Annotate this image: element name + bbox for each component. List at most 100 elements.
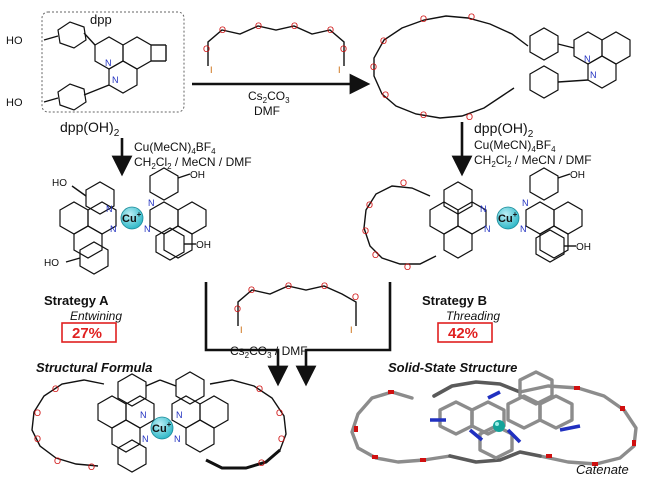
yield-b: 42% <box>448 325 478 342</box>
dpp-oh2-label: dpp(OH)2 <box>60 119 120 139</box>
cu-label: Cu+ <box>498 210 518 225</box>
o-atom: O <box>88 462 95 472</box>
n-atom: N <box>112 75 119 85</box>
yield-box-a <box>61 322 117 343</box>
catenane-formula: O O O O O O O O O Cu+ N N N N <box>31 371 287 473</box>
o-atom: O <box>255 21 262 31</box>
o-atom: O <box>52 384 59 394</box>
o-atom: O <box>321 281 328 291</box>
macrocycle-top-right: O O O O O O O N N <box>370 12 631 122</box>
o-atom: O <box>366 200 373 210</box>
strategy-b: Strategy B Threading 42% <box>422 293 500 343</box>
o-atom: O <box>382 90 389 100</box>
structural-formula-title: Structural Formula <box>36 360 152 375</box>
strategy-a-title: Strategy A <box>44 293 109 308</box>
oh-label: OH <box>576 242 591 253</box>
n-atom: N <box>174 434 181 444</box>
cu-complex-left: Cu+ N N N N OH HO OH HO <box>44 167 211 275</box>
cs2co3-dmf-label: Cs2CO3 / DMF <box>230 344 308 360</box>
dmf-label: DMF <box>254 104 280 118</box>
n-atom: N <box>148 198 155 208</box>
ho-label: HO <box>6 97 23 109</box>
ho-label: HO <box>44 258 59 269</box>
ho-label: HO <box>6 35 23 47</box>
n-atom: N <box>520 224 527 234</box>
o-atom: O <box>420 110 427 120</box>
o-atom: O <box>400 178 407 188</box>
n-atom: N <box>140 410 147 420</box>
catenate-crystal-structure: Catenate <box>350 370 638 477</box>
dpp-oh2-molecule: dpp N N HO HO dpp(OH)2 <box>6 11 185 139</box>
copper-ion <box>496 206 520 230</box>
o-atom: O <box>327 25 334 35</box>
cu-reagent-left: Cu(MeCN)4BF4 <box>134 140 216 156</box>
o-atom: O <box>372 250 379 260</box>
o-atom: O <box>380 36 387 46</box>
n-atom: N <box>105 58 112 68</box>
o-atom: O <box>352 292 359 302</box>
yield-a: 27% <box>72 325 102 342</box>
copper-ion <box>150 416 174 440</box>
n-atom: N <box>480 204 487 214</box>
solvent-left: CH2Cl2 / MeCN / DMF <box>134 155 252 171</box>
n-atom: N <box>590 70 597 80</box>
o-atom: O <box>34 408 41 418</box>
cu-label: Cu+ <box>122 210 142 225</box>
cu-complex-right: O O O O O Cu+ N N N N OH OH <box>362 167 591 272</box>
o-atom: O <box>468 12 475 22</box>
o-atom: O <box>370 62 377 72</box>
o-atom: O <box>256 384 263 394</box>
n-atom: N <box>522 198 529 208</box>
catenate-label: Catenate <box>576 462 629 477</box>
o-atom: O <box>234 304 241 314</box>
copper-atom-3d <box>493 420 505 432</box>
solvent-right: CH2Cl2 / MeCN / DMF <box>474 153 592 169</box>
o-atom: O <box>258 458 265 468</box>
oh-label: OH <box>190 170 205 181</box>
yield-box-b <box>437 322 493 343</box>
iodine-atom: I <box>240 325 243 335</box>
iodine-atom: I <box>350 325 353 335</box>
strategy-b-title: Strategy B <box>422 293 487 308</box>
dpp-oh2-right: dpp(OH)2 <box>474 120 534 140</box>
o-atom: O <box>34 434 41 444</box>
cu-label: Cu+ <box>152 420 172 435</box>
o-atom: O <box>54 456 61 466</box>
n-atom: N <box>110 224 117 234</box>
o-atom: O <box>362 226 369 236</box>
polyether-reagent-middle: O O O O O I I <box>234 281 359 335</box>
o-atom: O <box>291 21 298 31</box>
strategy-b-mode: Threading <box>446 309 500 323</box>
strategy-a: Strategy A Entwining 27% <box>44 293 122 343</box>
oh-label: OH <box>196 240 211 251</box>
o-atom: O <box>404 262 411 272</box>
dpp-box <box>41 11 185 113</box>
n-atom: N <box>142 434 149 444</box>
solid-state-title: Solid-State Structure <box>388 360 517 375</box>
n-atom: N <box>106 204 113 214</box>
o-atom: O <box>285 281 292 291</box>
strategy-a-mode: Entwining <box>70 309 122 323</box>
polyether-reagent-top: O O O O O O I I <box>203 21 347 75</box>
n-atom: N <box>584 54 591 64</box>
n-atom: N <box>144 224 151 234</box>
copper-ion <box>120 206 144 230</box>
oxygen-atoms-3d <box>354 386 636 466</box>
oh-label: OH <box>570 170 585 181</box>
arrow-strategy-a <box>204 282 289 387</box>
n-atom: N <box>176 410 183 420</box>
iodine-atom: I <box>338 65 341 75</box>
arrow-strategy-b <box>295 282 392 387</box>
cu-reagent-right: Cu(MeCN)4BF4 <box>474 138 556 154</box>
o-atom: O <box>340 44 347 54</box>
o-atom: O <box>219 25 226 35</box>
o-atom: O <box>276 408 283 418</box>
dpp-label: dpp <box>90 12 112 27</box>
iodine-atom: I <box>210 65 213 75</box>
o-atom: O <box>420 14 427 24</box>
o-atom: O <box>203 44 210 54</box>
ho-label: HO <box>52 178 67 189</box>
o-atom: O <box>248 285 255 295</box>
o-atom: O <box>278 434 285 444</box>
